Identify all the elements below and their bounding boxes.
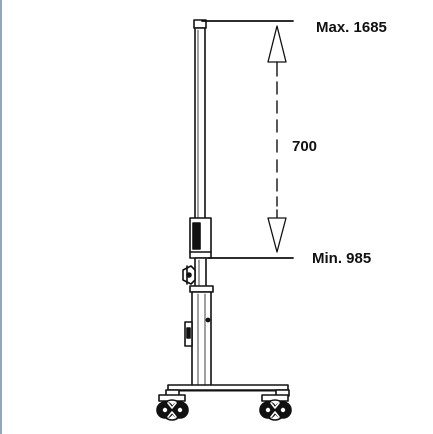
min-height-label: Min. 985: [312, 250, 371, 267]
max-height-label: Max. 1685: [316, 19, 387, 36]
dimension-arrow-icon: [267, 209, 287, 253]
dimension-arrow-icon: [267, 25, 287, 77]
adjust-knob: [182, 265, 196, 285]
upper-mast: [193, 19, 207, 224]
range-label: 700: [292, 138, 317, 155]
caster-wheel-icon: [156, 394, 189, 421]
clamp-block: [189, 217, 212, 259]
caster-wheel-icon: [259, 394, 292, 421]
middle-shaft: [194, 257, 207, 289]
lower-column: [184, 285, 214, 388]
